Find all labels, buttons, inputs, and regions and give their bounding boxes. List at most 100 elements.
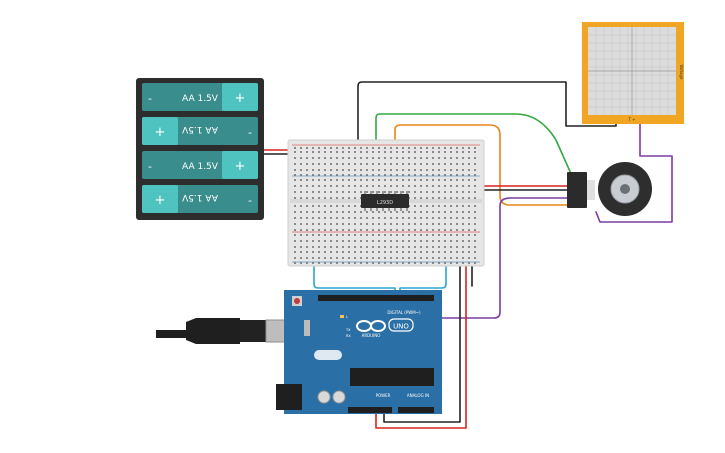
- wire-orange-encoder[interactable]: [394, 124, 571, 206]
- breadboard-hole: [372, 229, 374, 231]
- battery-pack[interactable]: -+AA 1.5V-+AA 1.5V-+AA 1.5V-+AA 1.5V: [136, 78, 264, 220]
- breadboard-hole: [318, 157, 320, 159]
- breadboard-hole: [438, 234, 440, 236]
- breadboard-hole: [432, 234, 434, 236]
- breadboard-hole: [396, 169, 398, 171]
- breadboard-hole: [438, 157, 440, 159]
- breadboard-hole: [300, 223, 302, 225]
- breadboard-hole: [432, 240, 434, 242]
- breadboard-hole: [456, 157, 458, 159]
- breadboard-hole: [312, 147, 314, 149]
- wire-red-arduino-5v[interactable]: [375, 255, 467, 429]
- breadboard-hole: [372, 174, 374, 176]
- breadboard-hole: [318, 174, 320, 176]
- breadboard-hole: [438, 211, 440, 213]
- breadboard-hole: [294, 223, 296, 225]
- breadboard-hole: [474, 151, 476, 153]
- breadboard-hole: [456, 229, 458, 231]
- breadboard-hole: [318, 185, 320, 187]
- breadboard-hole: [450, 229, 452, 231]
- breadboard-hole: [366, 157, 368, 159]
- cell-plus-label: +: [235, 159, 246, 174]
- breadboard-hole: [456, 191, 458, 193]
- breadboard-hole: [432, 191, 434, 193]
- wire-green-encoder[interactable]: [375, 113, 573, 177]
- breadboard-hole: [456, 179, 458, 181]
- breadboard-hole: [372, 262, 374, 264]
- breadboard-hole: [306, 240, 308, 242]
- breadboard-hole: [432, 169, 434, 171]
- chip-pin: [388, 191, 390, 194]
- breadboard-hole: [366, 174, 368, 176]
- breadboard-hole: [336, 197, 338, 199]
- breadboard-hole: [312, 179, 314, 181]
- breadboard-hole: [432, 223, 434, 225]
- breadboard-hole: [294, 257, 296, 259]
- breadboard-hole: [354, 191, 356, 193]
- breadboard-hole: [360, 191, 362, 193]
- chip-pin: [406, 191, 408, 194]
- usb-cable[interactable]: [156, 318, 307, 344]
- wire-black-arduino-gnd[interactable]: [383, 249, 461, 423]
- breadboard-hole: [402, 169, 404, 171]
- usb-plug: [156, 318, 240, 344]
- breadboard-hole: [312, 262, 314, 264]
- digital-header[interactable]: [318, 295, 434, 301]
- rx-label: RX: [346, 334, 351, 338]
- breadboard-hole: [414, 246, 416, 248]
- cell-plus-label: +: [235, 91, 246, 106]
- capacitor-1: [317, 390, 331, 404]
- breadboard-hole: [324, 234, 326, 236]
- breadboard-hole: [432, 147, 434, 149]
- breadboard-hole: [354, 174, 356, 176]
- breadboard-hole: [456, 240, 458, 242]
- power-header[interactable]: [348, 407, 392, 413]
- breadboard-hole: [402, 223, 404, 225]
- breadboard-hole: [420, 251, 422, 253]
- breadboard-hole: [468, 163, 470, 165]
- wire-purple-motor[interactable]: [595, 121, 673, 223]
- breadboard-hole: [396, 163, 398, 165]
- breadboard-hole: [462, 191, 464, 193]
- breadboard-hole: [312, 157, 314, 159]
- breadboard-hole: [312, 205, 314, 207]
- breadboard-hole: [294, 163, 296, 165]
- breadboard-hole: [342, 246, 344, 248]
- breadboard-hole: [420, 151, 422, 153]
- breadboard-hole: [456, 151, 458, 153]
- breadboard-hole: [330, 151, 332, 153]
- arduino-uno[interactable]: DIGITAL (PWM~) UNO ARDUINO TX RX L POWER…: [276, 290, 442, 414]
- wire-purple-arduino[interactable]: [427, 197, 573, 319]
- breadboard-hole: [294, 169, 296, 171]
- breadboard-hole: [366, 246, 368, 248]
- breadboard-hole: [300, 185, 302, 187]
- encoder-motor[interactable]: [567, 162, 652, 216]
- breadboard-hole: [426, 223, 428, 225]
- breadboard-hole: [444, 157, 446, 159]
- breadboard-hole: [360, 163, 362, 165]
- breadboard-hole: [432, 174, 434, 176]
- multimeter[interactable]: Voltage T +: [582, 22, 684, 124]
- encoder-connector[interactable]: [567, 172, 587, 208]
- breadboard-hole: [408, 157, 410, 159]
- multimeter-terminal-label: T +: [627, 117, 635, 122]
- breadboard-hole: [402, 257, 404, 259]
- breadboard-hole: [354, 251, 356, 253]
- breadboard-hole: [450, 163, 452, 165]
- breadboard-hole: [438, 205, 440, 207]
- l293d-chip[interactable]: L293D: [361, 191, 409, 211]
- breadboard-hole: [438, 246, 440, 248]
- breadboard-hole: [390, 147, 392, 149]
- wire-black-multimeter[interactable]: [357, 81, 617, 151]
- breadboard-hole: [396, 217, 398, 219]
- breadboard-hole: [450, 174, 452, 176]
- icsp-area: [304, 320, 310, 336]
- analog-header[interactable]: [398, 407, 434, 413]
- chip-pin: [388, 208, 390, 211]
- breadboard-hole: [366, 257, 368, 259]
- breadboard-hole: [456, 234, 458, 236]
- breadboard-hole: [354, 197, 356, 199]
- motor-shaft[interactable]: [620, 184, 630, 194]
- breadboard-hole: [408, 179, 410, 181]
- breadboard-hole: [318, 257, 320, 259]
